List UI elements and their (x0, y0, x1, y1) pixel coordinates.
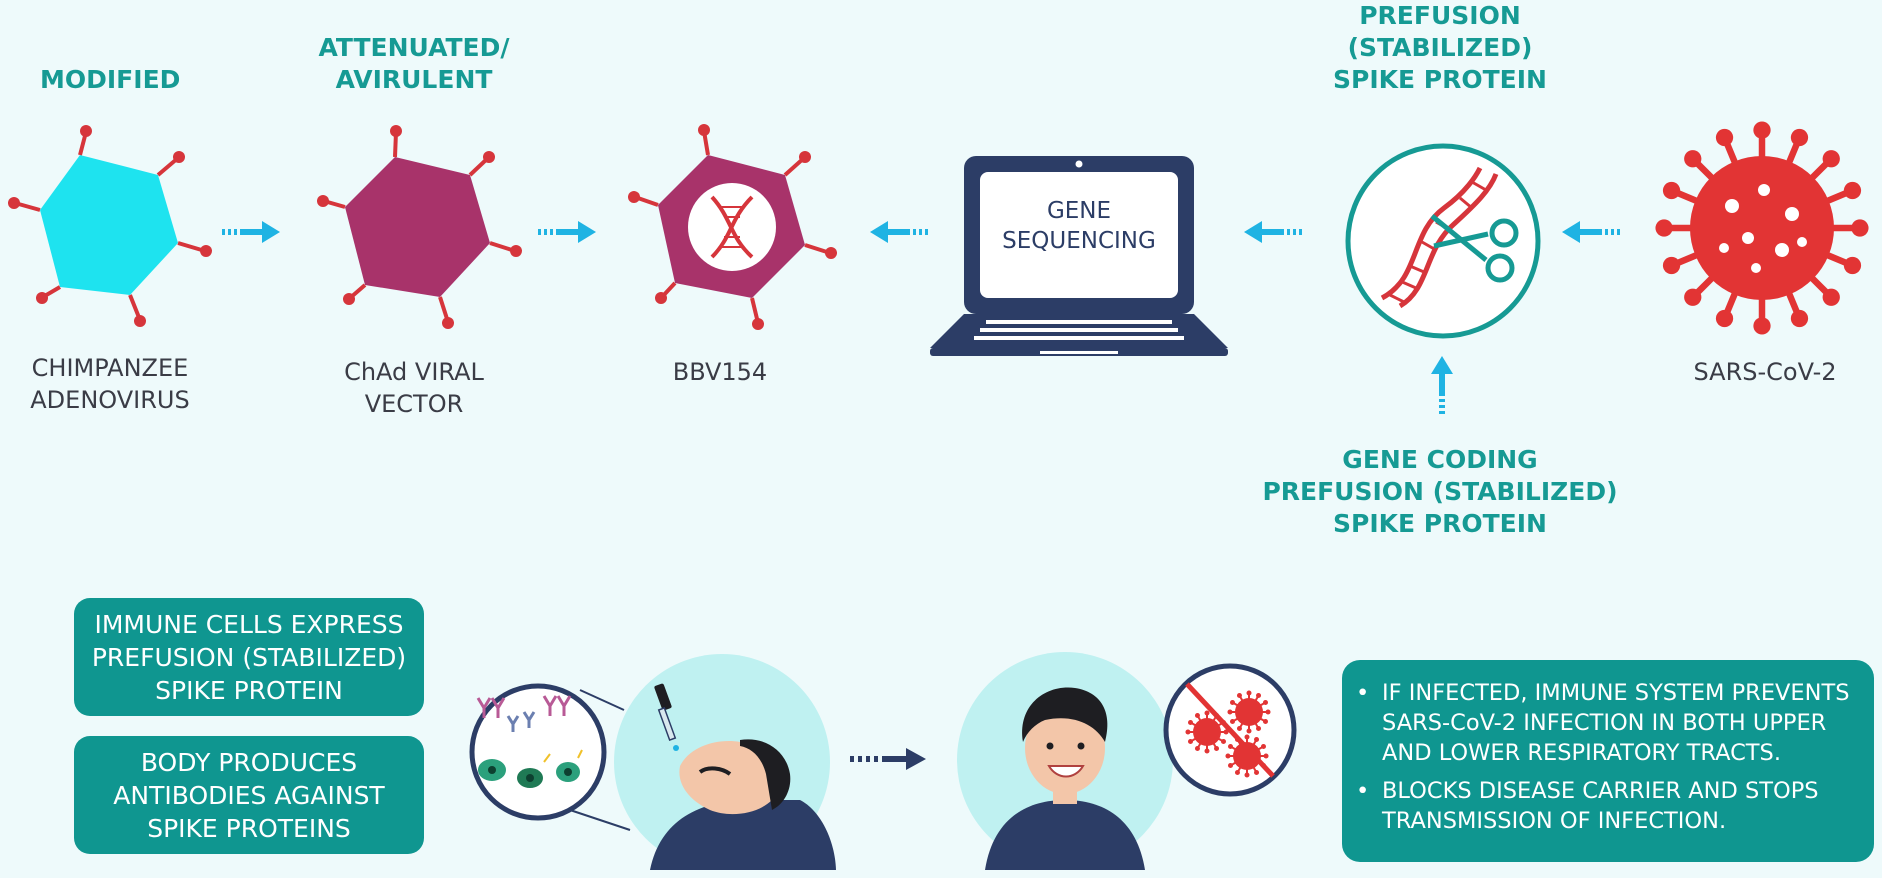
chimpanzee-adenovirus-label: CHIMPANZEE ADENOVIRUS (20, 352, 200, 416)
bullet-2-line-2: TRANSMISSION OF INFECTION. (1382, 808, 1727, 834)
bullet-dot: • (1356, 680, 1370, 706)
bbv154-vaccine-icon (628, 124, 837, 330)
prefusion-header-line-3: SPIKE PROTEIN (1333, 65, 1547, 94)
outcome-bullet-2: • BLOCKS DISEASE CARRIER AND STOPS TRANS… (1356, 776, 1860, 836)
immune-cells-line-2: PREFUSION (STABILIZED) (91, 642, 407, 672)
modified-header: MODIFIED (40, 65, 181, 94)
chimpanzee-label-line-1: CHIMPANZEE (31, 354, 189, 382)
bullet-2-line-1: BLOCKS DISEASE CARRIER AND STOPS (1382, 778, 1819, 804)
chad-viral-vector-label: ChAd VIRAL VECTOR (324, 356, 504, 420)
arrow-right-icon (222, 221, 280, 243)
arrow-right-icon (538, 221, 596, 243)
prefusion-header: PREFUSION (STABILIZED) SPIKE PROTEIN (1330, 0, 1550, 96)
healthy-person-illustration (957, 652, 1297, 870)
bullet-1-line-2: SARS-CoV-2 INFECTION IN BOTH UPPER (1382, 710, 1827, 736)
arrow-up-icon (1431, 356, 1453, 414)
chimpanzee-adenovirus-icon (8, 125, 212, 327)
arrow-right-icon (850, 748, 926, 770)
nasal-vaccine-illustration (469, 654, 836, 870)
chimpanzee-label-line-2: ADENOVIRUS (30, 386, 190, 414)
laptop-text-line-2: SEQUENCING (1002, 228, 1156, 254)
antibodies-line-1: BODY PRODUCES (140, 747, 358, 777)
gene-coding-header: GENE CODING PREFUSION (STABILIZED) SPIKE… (1250, 444, 1630, 540)
bullet-dot: • (1356, 778, 1370, 804)
sars-cov-2-label: SARS-CoV-2 (1693, 358, 1837, 386)
chad-viral-vector-icon (317, 125, 522, 329)
bbv154-label: BBV154 (672, 358, 768, 386)
outcome-bullet-1: • IF INFECTED, IMMUNE SYSTEM PREVENTS SA… (1356, 678, 1860, 768)
arrow-left-icon (870, 221, 928, 243)
prefusion-header-line-2: (STABILIZED) (1347, 33, 1533, 62)
antibodies-line-3: SPIKE PROTEINS (147, 813, 351, 843)
laptop-icon (930, 156, 1228, 356)
arrow-left-icon (1562, 221, 1620, 243)
laptop-text-line-1: GENE (1046, 198, 1112, 224)
chad-label-line-2: VECTOR (364, 390, 464, 418)
gene-coding-line-1: GENE CODING (1342, 445, 1538, 474)
immune-cells-line-1: IMMUNE CELLS EXPRESS (94, 609, 404, 639)
attenuated-header-line-2: AVIRULENT (335, 65, 493, 94)
bullet-1-line-1: IF INFECTED, IMMUNE SYSTEM PREVENTS (1382, 680, 1850, 706)
dna-scissors-icon (1345, 143, 1541, 339)
antibodies-box: BODY PRODUCES ANTIBODIES AGAINST SPIKE P… (74, 736, 424, 854)
gene-coding-line-3: SPIKE PROTEIN (1333, 509, 1547, 538)
chad-label-line-1: ChAd VIRAL (344, 358, 484, 386)
attenuated-header-line-1: ATTENUATED/ (318, 33, 510, 62)
prefusion-header-line-1: PREFUSION (1359, 1, 1521, 30)
attenuated-header: ATTENUATED/ AVIRULENT (318, 32, 510, 96)
laptop-screen-text: GENE SEQUENCING (980, 196, 1178, 256)
immune-cells-box: IMMUNE CELLS EXPRESS PREFUSION (STABILIZ… (74, 598, 424, 716)
bullet-1-line-3: AND LOWER RESPIRATORY TRACTS. (1382, 740, 1781, 766)
outcome-box: • IF INFECTED, IMMUNE SYSTEM PREVENTS SA… (1342, 660, 1874, 862)
immune-cells-line-3: SPIKE PROTEIN (155, 675, 343, 705)
gene-coding-line-2: PREFUSION (STABILIZED) (1262, 477, 1618, 506)
antibodies-line-2: ANTIBODIES AGAINST (113, 780, 385, 810)
sars-cov-2-virus-icon (1655, 121, 1869, 335)
arrow-left-icon (1244, 221, 1302, 243)
